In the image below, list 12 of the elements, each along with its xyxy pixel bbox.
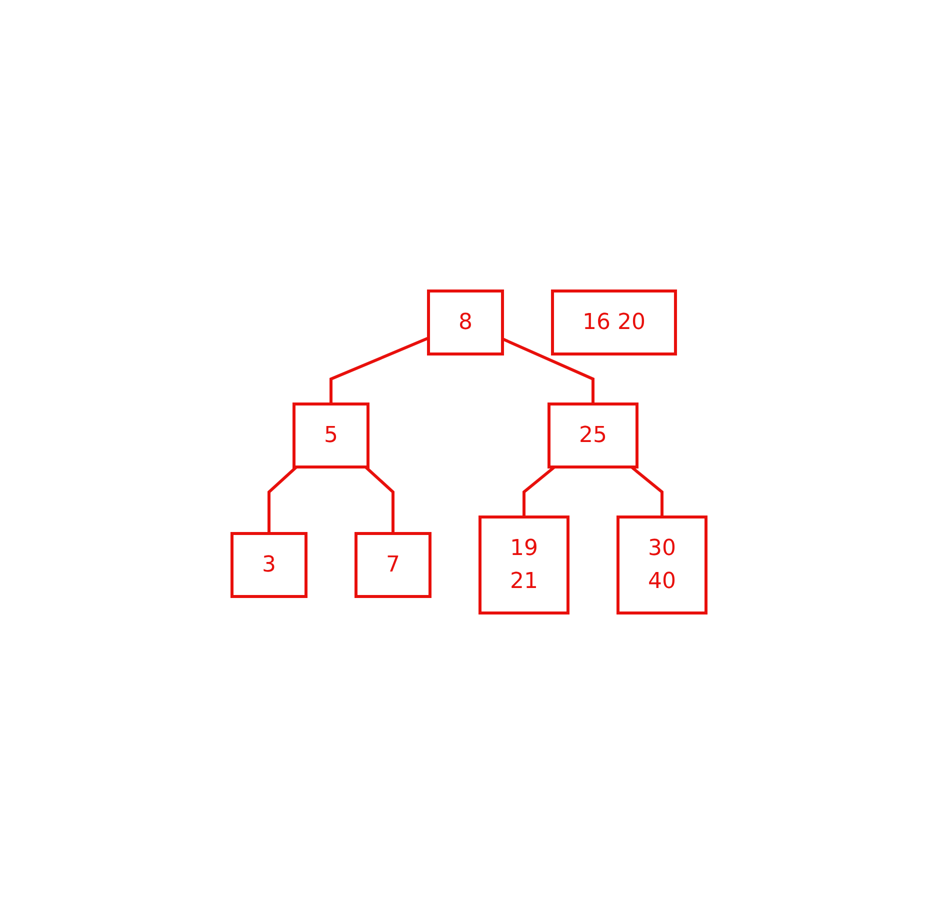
- node-box: 3: [230, 532, 308, 598]
- connector: [330, 336, 430, 404]
- node-box: 30 40: [616, 516, 708, 614]
- node-box: 5: [292, 402, 370, 468]
- connector: [268, 466, 298, 534]
- node-box: 19 21: [478, 516, 570, 614]
- connector: [364, 466, 394, 534]
- node-box: 8: [427, 290, 504, 356]
- node-box: 7: [354, 532, 432, 598]
- connector: [630, 466, 664, 517]
- node-box: 25: [548, 402, 638, 468]
- node-box: 16 20: [551, 290, 677, 356]
